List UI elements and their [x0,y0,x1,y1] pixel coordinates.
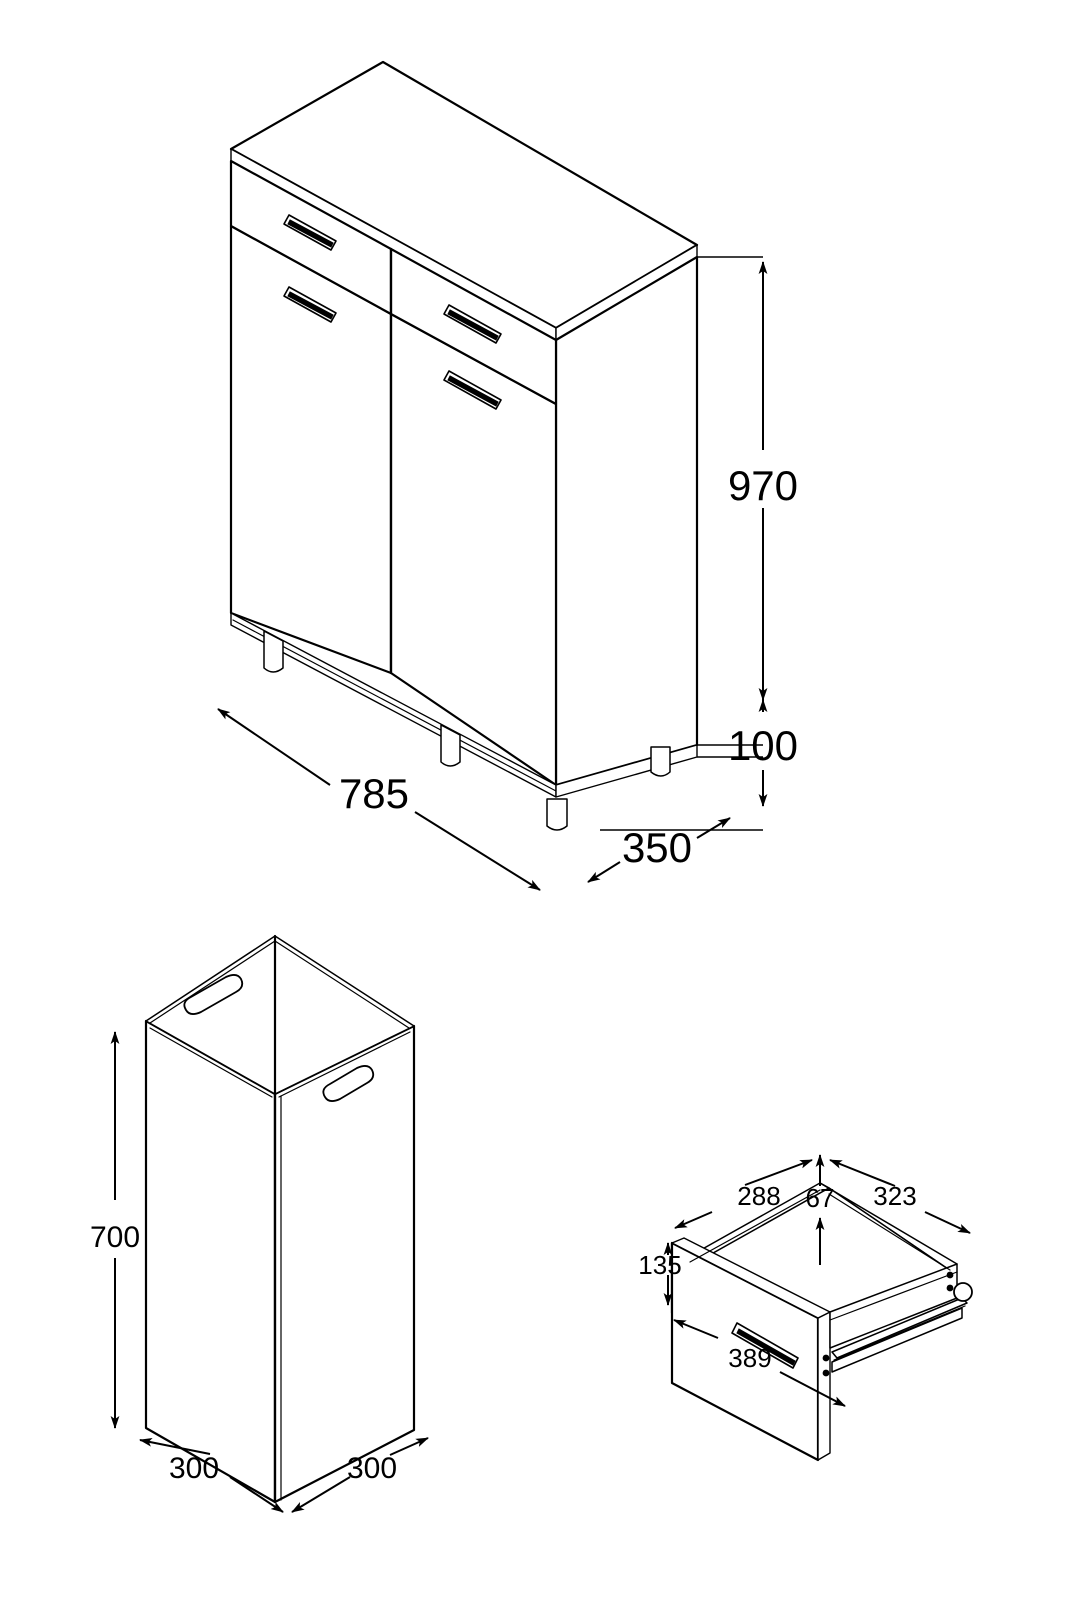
dimension-drawer-389: 389 [673,1319,846,1407]
dimension-cabinet-legs-100: 100 [600,699,798,831]
dimension-basket-width-right-300: 300 [291,1437,429,1513]
cabinet-bottom-board-left-seam [232,619,557,792]
drawer-front-handle [731,1322,799,1369]
figure-cabinet: 970 100 785 350 [217,60,798,891]
dimension-label-drawer-inner-right: 323 [873,1181,916,1211]
cabinet-handle-left-drawer [283,214,337,251]
basket-left-face [144,1019,277,1504]
cabinet-handle-right-door [443,370,502,410]
dimension-basket-height-700: 700 [90,1031,140,1429]
drawer-runner-rail [831,1297,968,1359]
cabinet-right-side-panel [554,255,699,787]
cabinet-handle-left-door [283,286,337,323]
basket-inner-corner-right [278,1031,411,1098]
dimension-label-drawer-front-height: 135 [638,1250,681,1280]
dimension-label-drawer-inner-depth: 67 [806,1183,835,1213]
basket-right-face [273,1024,416,1504]
cabinet-handle-right-drawer [443,304,502,344]
dimension-label-cabinet-depth: 350 [622,824,692,871]
dimension-cabinet-depth-350: 350 [587,817,731,883]
drawer-front-right-edge [817,1311,831,1461]
basket-handle-slot-right [322,1065,375,1102]
basket-rim-edge-right [274,940,410,1029]
dimension-label-cabinet-legs: 100 [728,722,798,769]
dimension-label-drawer-front-width: 389 [728,1343,771,1373]
drawer-runner-rail-seam [833,1305,966,1361]
dimension-drawer-323: 323 [829,1159,971,1234]
basket-inner-corner-left [149,1027,273,1098]
drawer-roller [953,1282,973,1302]
dimension-label-basket-height: 700 [90,1221,140,1254]
drawer-cam-fitting-3 [822,1354,830,1362]
dimension-drawer-288: 288 [674,1159,813,1229]
cabinet-leg-corner [546,798,568,831]
dimension-label-basket-width-right: 300 [347,1452,397,1485]
cabinet-leg-back-right [650,746,671,777]
drawer-cam-fitting-2 [946,1284,954,1292]
basket-handle-slot-left [183,974,244,1015]
drawer-cam-fitting-1 [946,1271,954,1279]
drawer-runner-rail-lower [831,1307,963,1373]
dimension-label-cabinet-width: 785 [339,770,409,817]
dimension-label-drawer-inner-left: 288 [737,1181,780,1211]
dimension-drawer-135: 135 [638,1242,682,1306]
dimension-cabinet-width-785: 785 [217,708,541,891]
dimension-drawer-67: 67 [806,1154,835,1265]
drawer-inner-wall-left-seam [689,1189,821,1263]
dimension-basket-width-left-300: 300 [139,1438,284,1513]
cabinet-leg-front-right [440,724,461,767]
dimension-label-basket-width-left: 300 [169,1452,219,1485]
figure-laundry-basket: 700 300 300 [90,934,429,1513]
drawer-cam-fitting-4 [822,1369,830,1377]
dimension-cabinet-height-970: 970 [697,256,798,746]
drawer-right-side-seam [829,1271,958,1321]
figure-drawer: 288 67 323 135 [638,1154,973,1462]
dimension-label-cabinet-height: 970 [728,462,798,509]
cabinet-leg-front-left [263,630,284,673]
drawer-inner-wall-right-seam [828,1193,951,1271]
basket-rim-edge-left [149,940,276,1024]
